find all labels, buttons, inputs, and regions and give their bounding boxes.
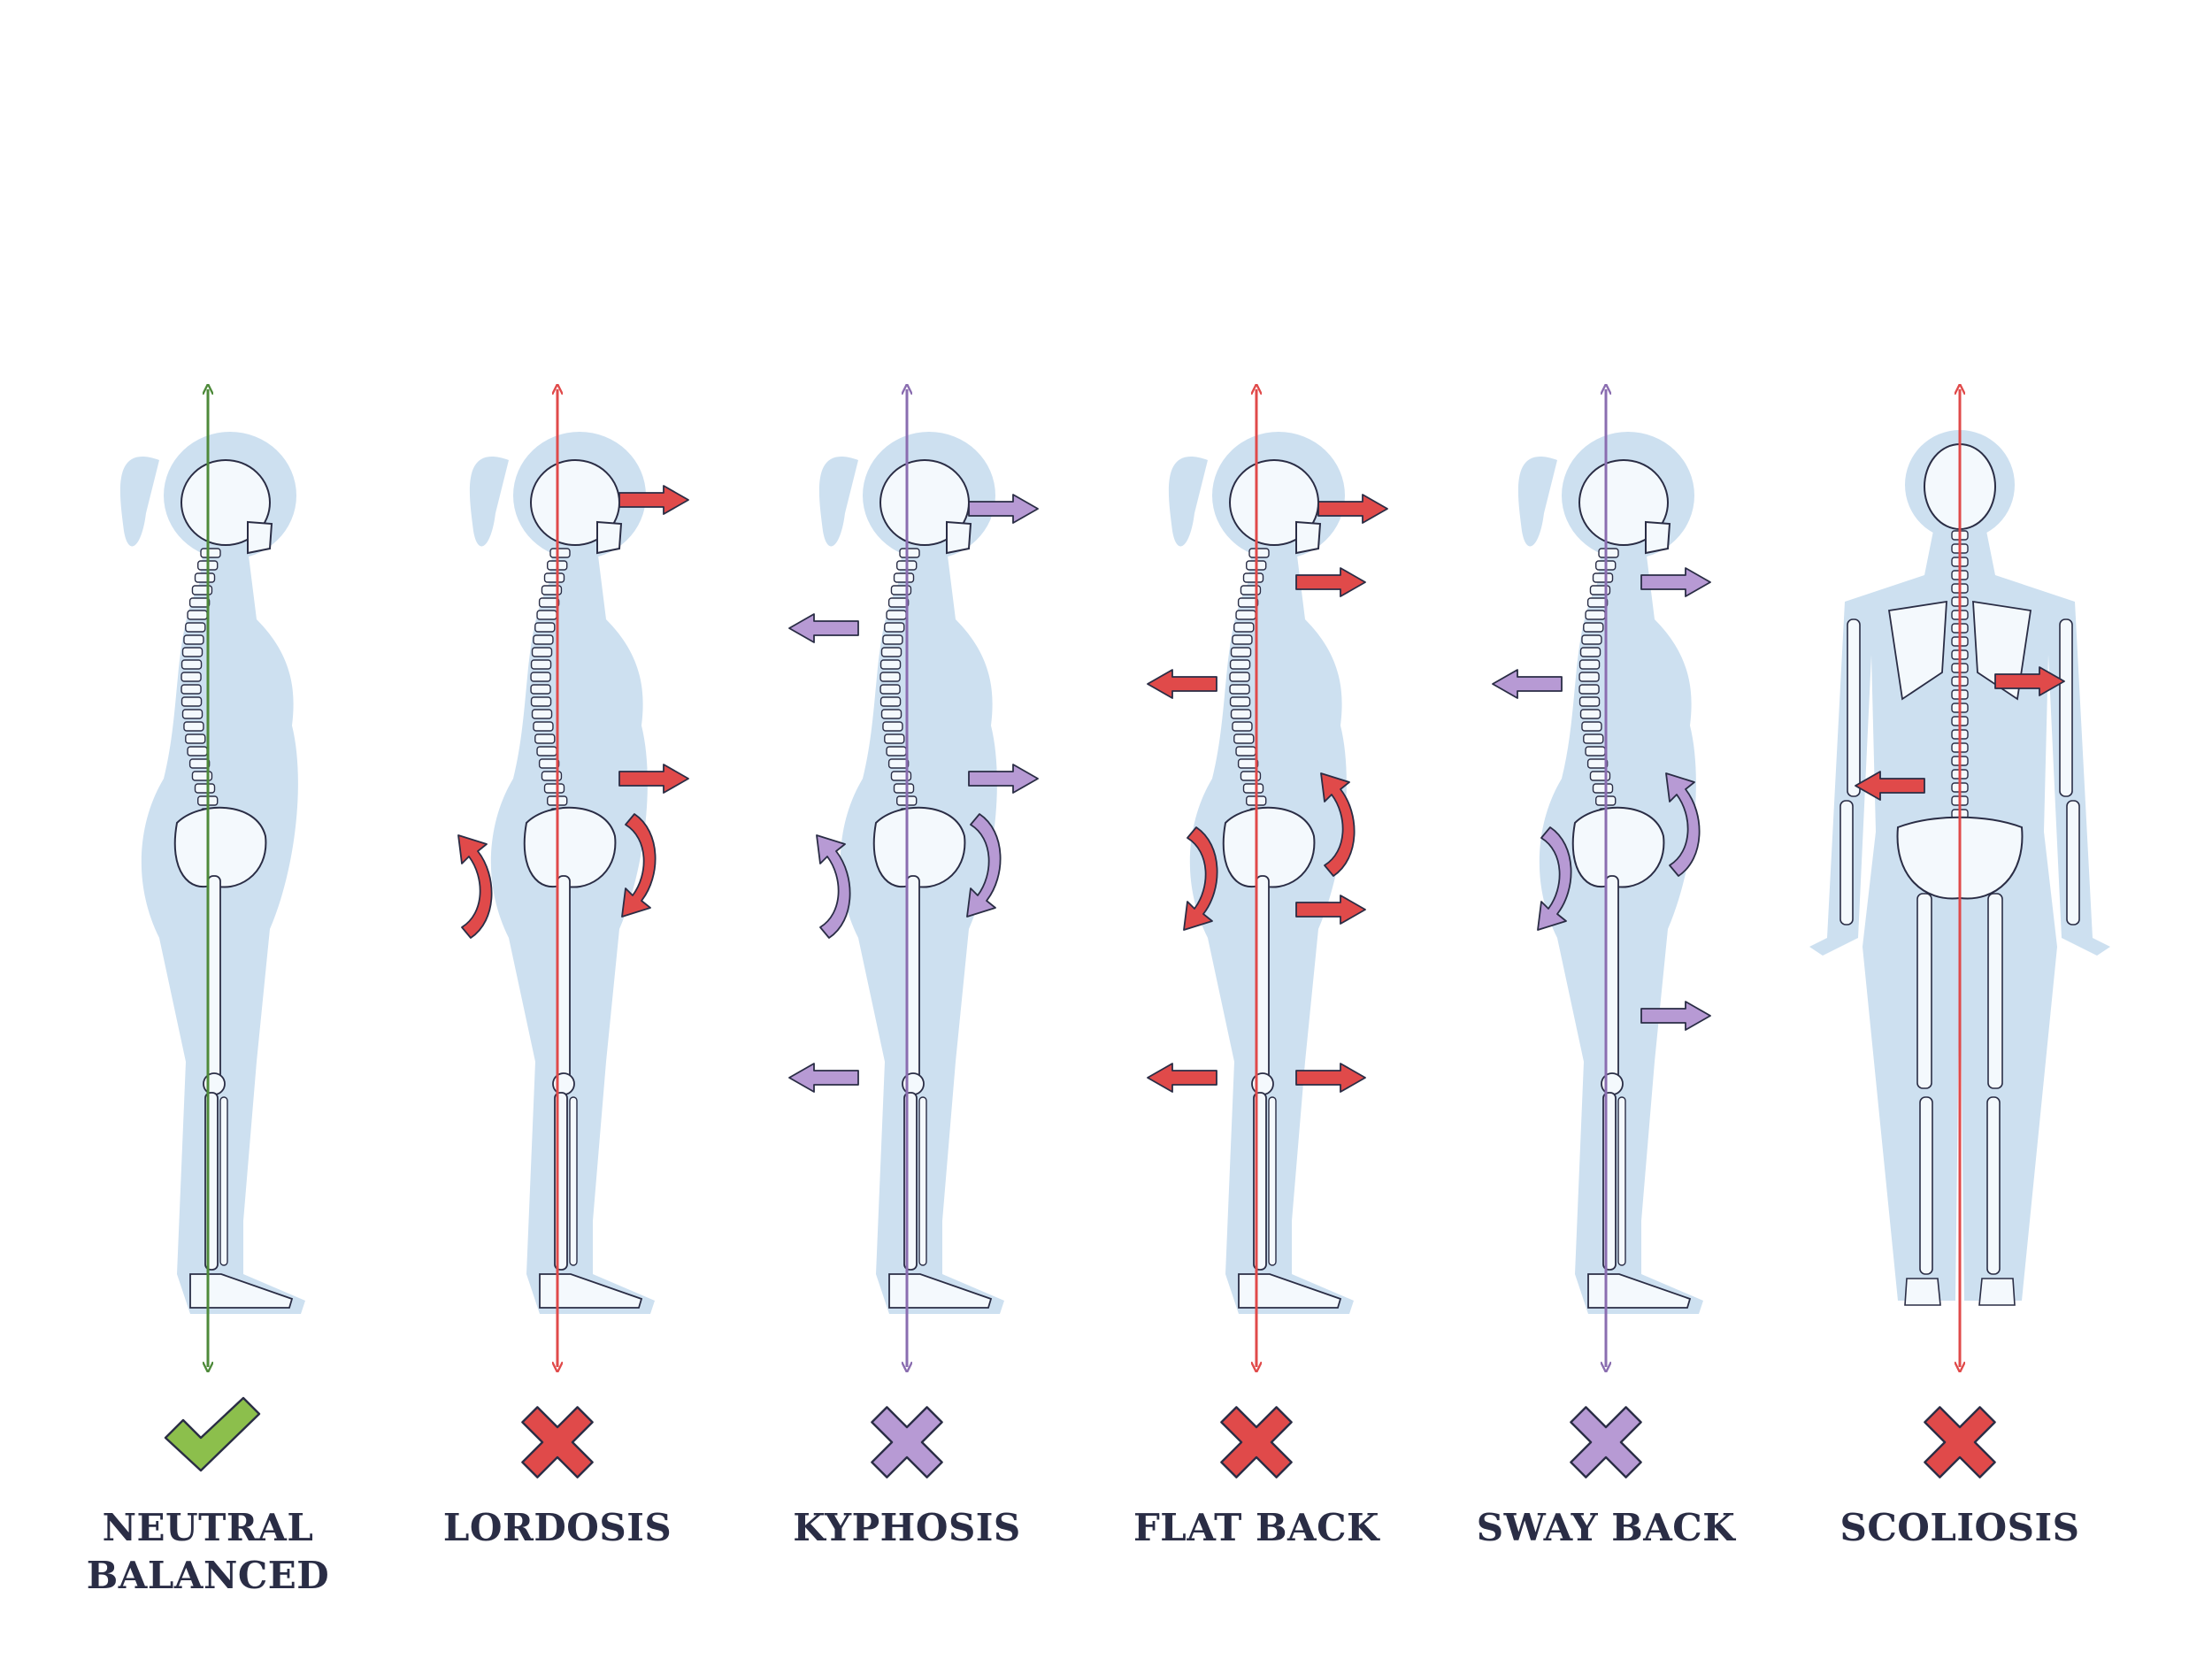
cross-icon — [1220, 1406, 1293, 1479]
posture-figure — [1492, 389, 1711, 1479]
upper-back-arrow-icon — [1492, 669, 1563, 699]
knee-forward-arrow-icon — [1295, 1063, 1366, 1093]
lumbar-shift-arrow-icon — [1855, 771, 1925, 801]
posture-figure — [457, 389, 689, 1479]
head-forward-arrow-icon — [618, 485, 689, 515]
hip-tilt-arrow-icon — [1537, 826, 1572, 931]
posture-figure — [1809, 389, 2110, 1479]
hip-forward-arrow-icon — [1295, 895, 1366, 925]
posture-label-line: KYPHOSIS — [793, 1506, 1021, 1549]
posture-label-line: BALANCED — [86, 1554, 330, 1597]
pelvis-tilt-arrow-icon — [621, 813, 657, 918]
pelvis-tilt-arrow-icon — [1320, 772, 1356, 877]
posture-label: LORDOSIS — [398, 1504, 717, 1552]
cross-icon — [871, 1406, 943, 1479]
posture-label: KYPHOSIS — [748, 1504, 1066, 1552]
belly-forward-arrow-icon — [968, 764, 1039, 794]
cross-icon — [1570, 1406, 1642, 1479]
knee-back-arrow-icon — [788, 1063, 859, 1093]
head-forward-arrow-icon — [968, 494, 1039, 524]
thigh-forward-arrow-icon — [1640, 1001, 1711, 1031]
posture-label: NEUTRAL BALANCED — [49, 1504, 367, 1600]
pelvis-tilt-arrow-icon — [966, 813, 1002, 918]
check-icon — [164, 1396, 261, 1472]
belly-forward-arrow-icon — [618, 764, 689, 794]
pelvis-tilt-arrow-icon — [1665, 772, 1701, 877]
head-forward-arrow-icon — [1317, 494, 1388, 524]
hip-tilt-arrow-icon — [816, 834, 851, 939]
posture-label-line: NEUTRAL — [102, 1506, 314, 1549]
neck-forward-arrow-icon — [1295, 567, 1366, 597]
posture-label: SCOLIOSIS — [1801, 1504, 2119, 1552]
neck-forward-arrow-icon — [1640, 567, 1711, 597]
upper-back-arrow-icon — [788, 613, 859, 643]
posture-label: FLAT BACK — [1097, 1504, 1416, 1552]
posture-label: SWAY BACK — [1447, 1504, 1765, 1552]
posture-label-line: LORDOSIS — [442, 1506, 672, 1549]
cross-icon — [521, 1406, 594, 1479]
rib-shift-arrow-icon — [1994, 666, 2065, 696]
posture-figure — [1147, 389, 1388, 1479]
posture-label-line: SCOLIOSIS — [1839, 1506, 2080, 1549]
knee-back-arrow-icon — [1147, 1063, 1217, 1093]
hip-tilt-arrow-icon — [1183, 826, 1218, 931]
posture-label-line: SWAY BACK — [1476, 1506, 1736, 1549]
upper-back-arrow-icon — [1147, 669, 1217, 699]
posture-label-line: FLAT BACK — [1133, 1506, 1380, 1549]
posture-figure — [119, 389, 305, 1472]
posture-figure — [788, 389, 1039, 1479]
cross-icon — [1924, 1406, 1996, 1479]
hip-tilt-arrow-icon — [457, 834, 493, 939]
